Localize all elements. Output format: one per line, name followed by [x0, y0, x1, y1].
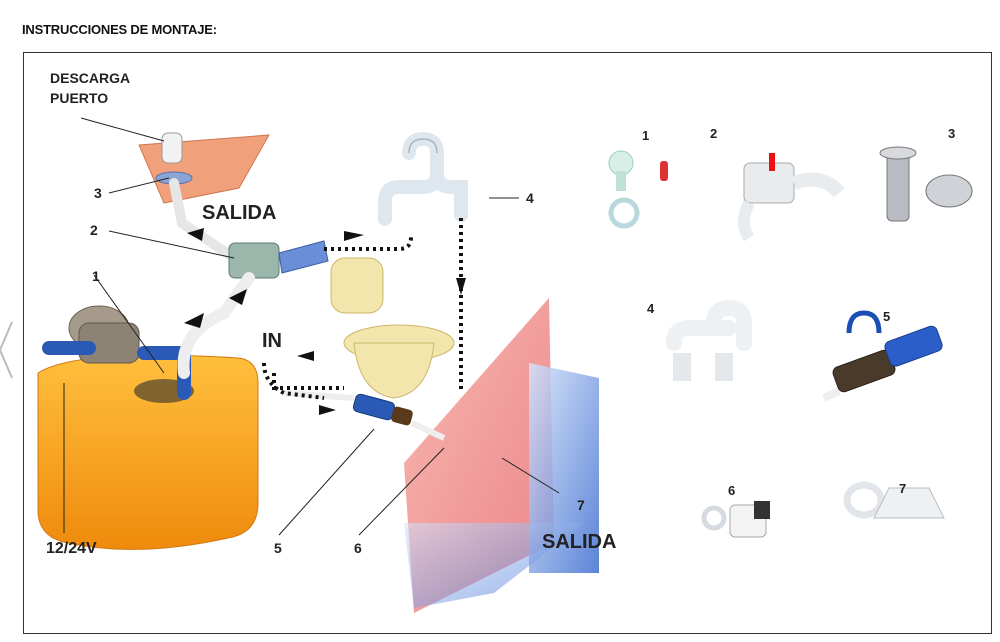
- callout-4: 4: [526, 190, 534, 206]
- part-number-6: 6: [728, 483, 735, 498]
- discharge-port: [155, 132, 193, 185]
- label-power: 12/24V: [46, 540, 97, 557]
- callout-5: 5: [274, 540, 282, 556]
- part-number-4: 4: [647, 301, 655, 316]
- label-puerto: PUERTO: [50, 90, 108, 106]
- part-1-thumb: [608, 150, 668, 229]
- flow-lines: [262, 218, 463, 400]
- part-number-3: 3: [948, 126, 955, 141]
- callout-2: 2: [90, 222, 98, 238]
- previous-arrow-icon[interactable]: [0, 318, 14, 382]
- assembly-diagram: DESCARGA PUERTO SALIDA IN 12/24V SALIDA …: [23, 52, 992, 634]
- toilet: [330, 257, 455, 399]
- flow-arrows: [184, 228, 466, 415]
- part-7-thumb: [843, 481, 945, 519]
- holding-tank: [37, 354, 259, 550]
- label-in: IN: [262, 330, 282, 352]
- y-fitting: [378, 131, 468, 226]
- in-line-strainer: [283, 390, 446, 441]
- part-5-thumb: [822, 310, 943, 402]
- callout-3: 3: [94, 185, 102, 201]
- label-descarga: DESCARGA: [50, 70, 130, 86]
- callout-6: 6: [354, 540, 362, 556]
- part-6-thumb: [701, 501, 770, 538]
- part-3-thumb: [879, 146, 973, 222]
- boat-hull: [404, 298, 599, 613]
- part-2-thumb: [738, 153, 845, 242]
- part-4-thumb: [666, 299, 752, 381]
- deck-plate: [138, 134, 270, 204]
- label-salida-bottom: SALIDA: [542, 531, 616, 553]
- part-number-2: 2: [710, 126, 717, 141]
- label-salida-top: SALIDA: [202, 202, 276, 224]
- page-title: INSTRUCCIONES DE MONTAJE:: [22, 22, 217, 37]
- part-number-7: 7: [899, 481, 906, 496]
- callout-7: 7: [577, 497, 585, 513]
- callout-1: 1: [92, 268, 100, 284]
- macerator-pump: [42, 305, 191, 400]
- part-number-5: 5: [883, 309, 890, 324]
- part-number-1: 1: [642, 128, 649, 143]
- valve-y: [228, 240, 329, 279]
